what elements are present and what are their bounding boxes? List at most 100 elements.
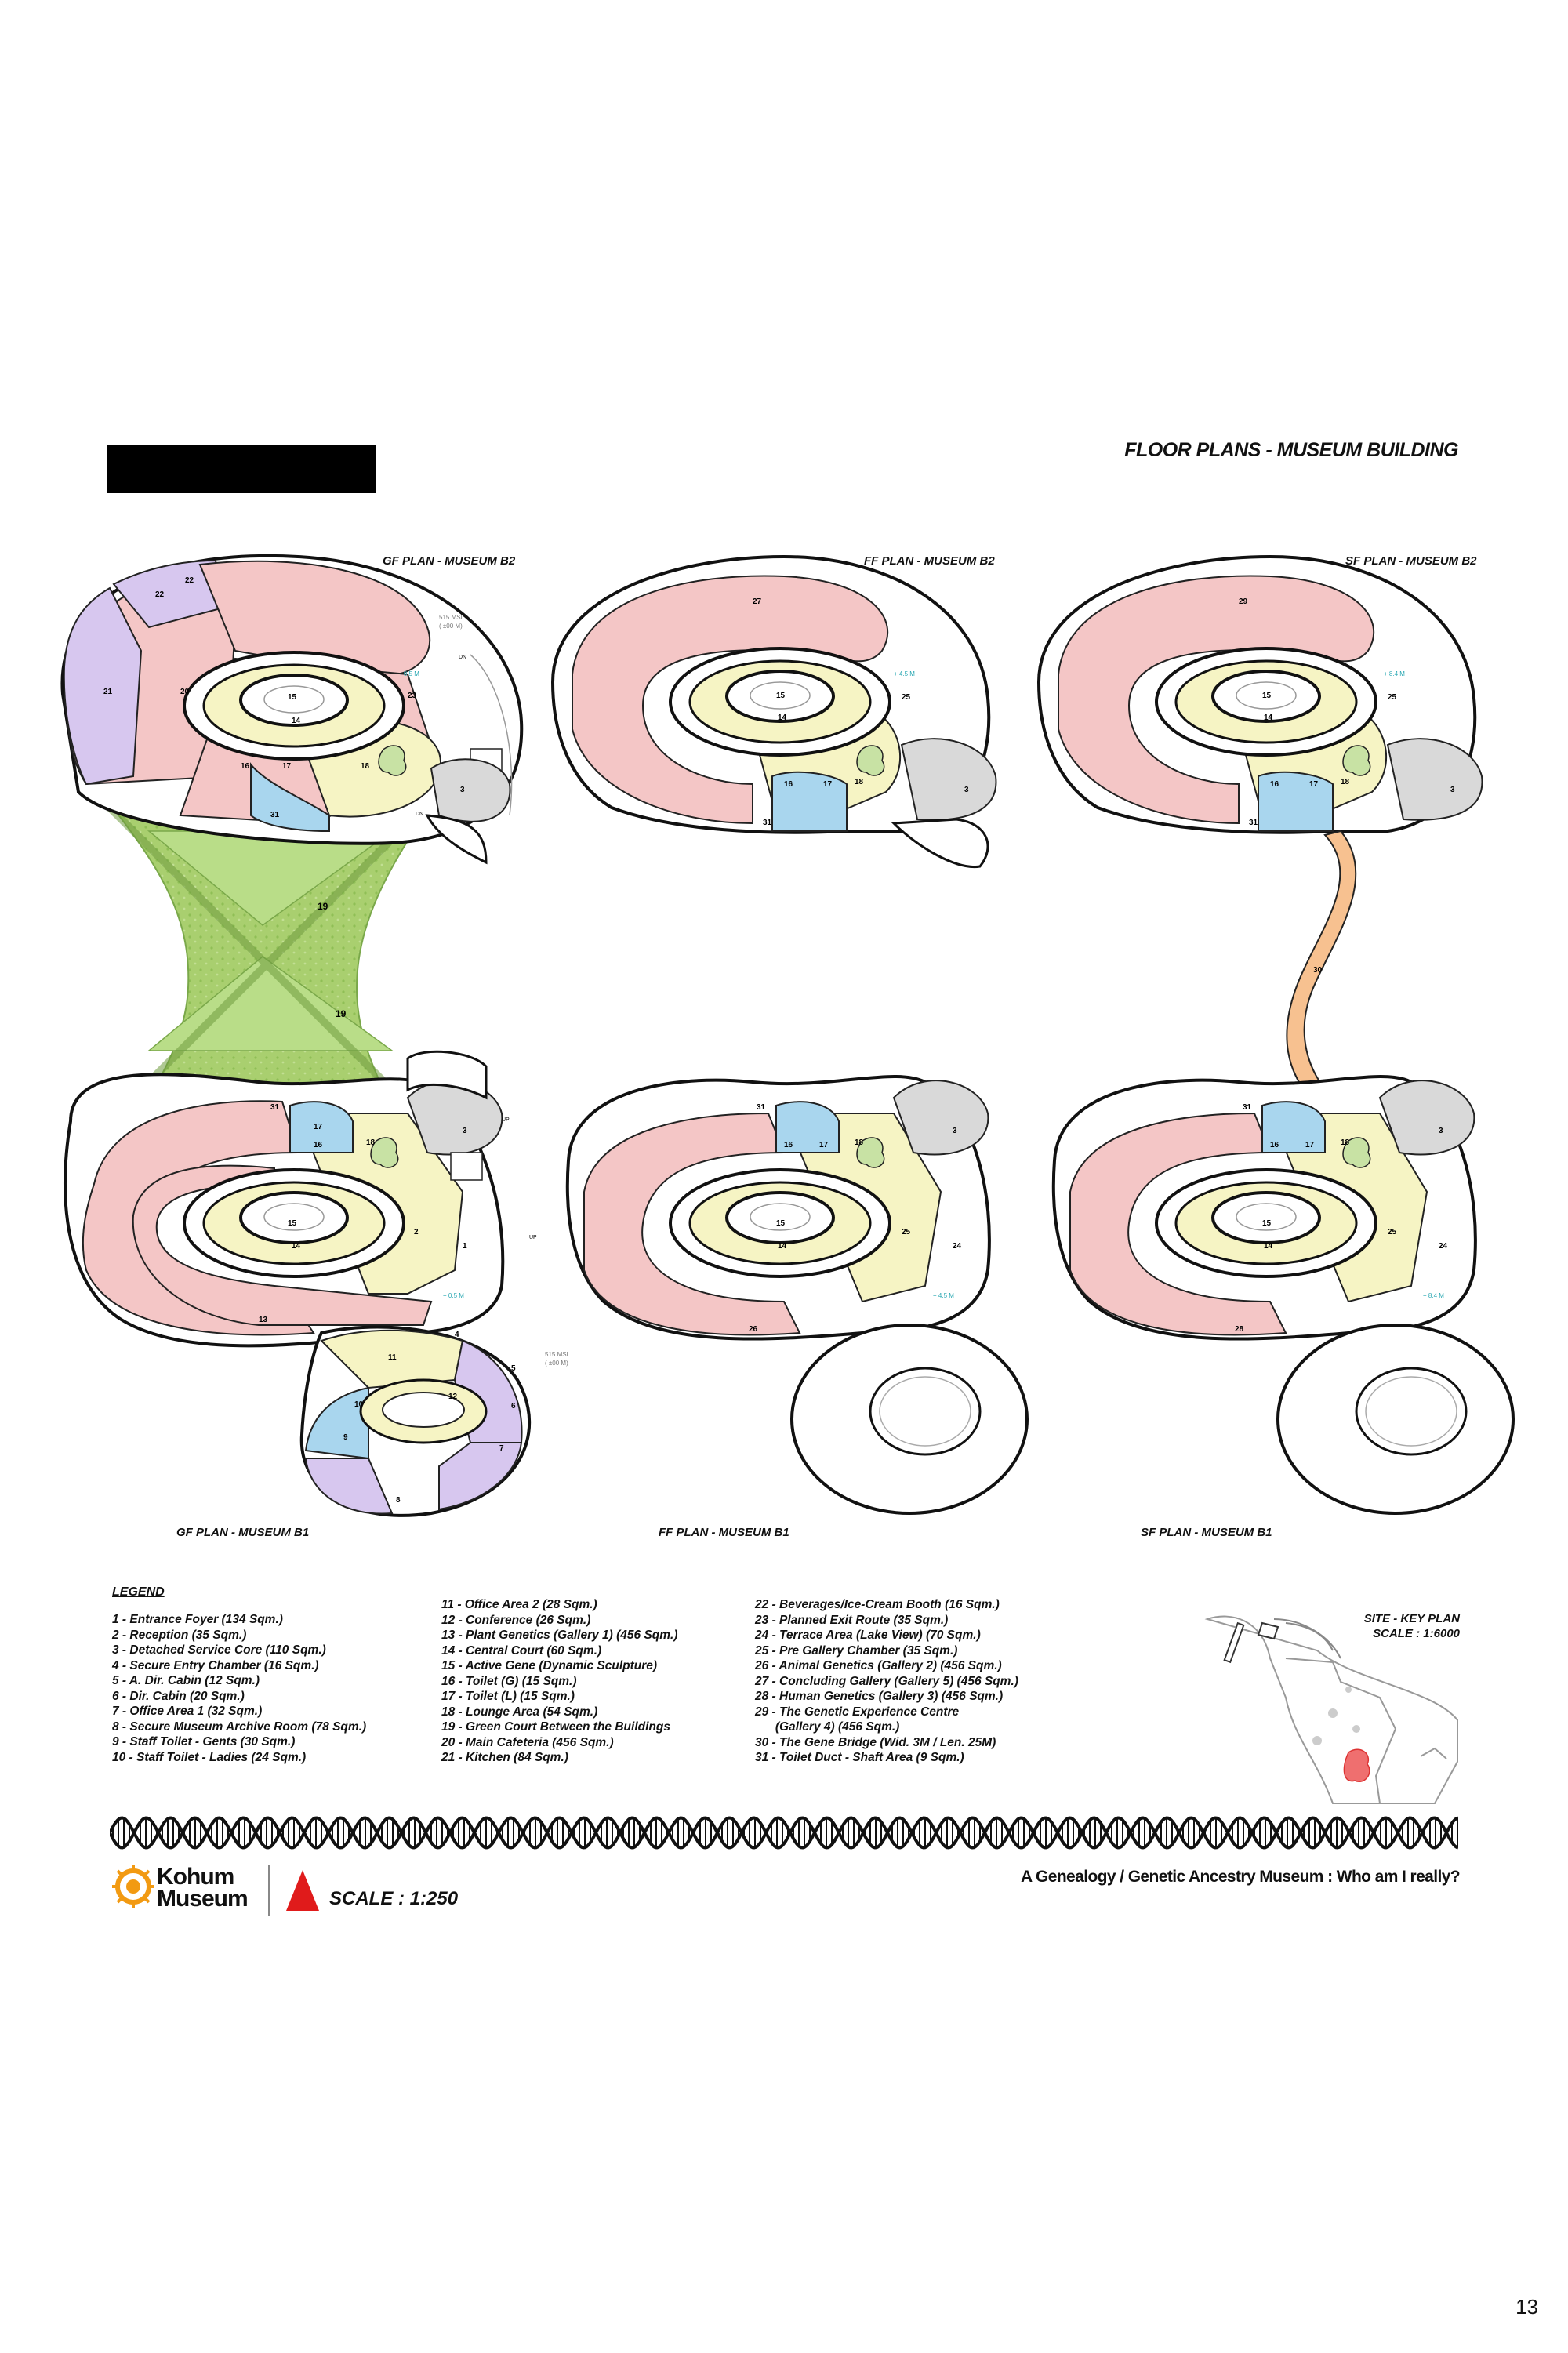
room-19b-label: 19 <box>336 1008 347 1019</box>
gene-bridge: 30 <box>1286 830 1357 1107</box>
svg-text:515 MSL: 515 MSL <box>545 1351 571 1358</box>
svg-text:( ±00 M): ( ±00 M) <box>439 623 463 630</box>
svg-text:31: 31 <box>763 819 772 827</box>
svg-text:- 0.5 M: - 0.5 M <box>400 670 419 677</box>
svg-text:515 MSL: 515 MSL <box>439 614 465 621</box>
plan-title-ff-b1: FF PLAN - MUSEUM B1 <box>659 1526 789 1539</box>
logo-divider <box>268 1865 270 1916</box>
svg-text:14: 14 <box>1264 714 1273 722</box>
legend-item: 26 - Animal Genetics (Gallery 2) (456 Sq… <box>755 1659 1002 1672</box>
logo-wordmark: Kohum Museum <box>157 1864 249 1912</box>
plan-title-ff-b2: FF PLAN - MUSEUM B2 <box>864 554 995 568</box>
svg-text:15: 15 <box>776 692 786 700</box>
svg-text:3: 3 <box>1439 1127 1443 1135</box>
svg-text:31: 31 <box>270 1103 280 1112</box>
kohum-logo-icon <box>112 1865 154 1908</box>
svg-text:+ 8.4 M: + 8.4 M <box>1423 1292 1444 1299</box>
svg-text:16: 16 <box>784 780 793 789</box>
svg-text:12: 12 <box>448 1393 458 1401</box>
svg-text:16: 16 <box>314 1141 323 1149</box>
legend-item: 25 - Pre Gallery Chamber (35 Sqm.) <box>755 1643 958 1658</box>
plan-title-gf-b2: GF PLAN - MUSEUM B2 <box>383 554 516 568</box>
svg-text:18: 18 <box>1341 1138 1350 1147</box>
plan-gf-b1: 31 16 17 18 15 14 2 1 3 13 + 0.5 M UP UP… <box>64 1050 571 1517</box>
svg-text:24: 24 <box>953 1242 962 1251</box>
page-number: 13 <box>1515 2295 1538 2319</box>
legend-item: 29 - The Genetic Experience Centre <box>755 1705 960 1719</box>
redaction-bar <box>107 445 376 493</box>
svg-text:18: 18 <box>1341 778 1350 786</box>
svg-text:14: 14 <box>778 714 787 722</box>
legend-item: 2 - Reception (35 Sqm.) <box>112 1628 247 1642</box>
svg-text:18: 18 <box>366 1138 376 1147</box>
legend-item: 12 - Conference (26 Sqm.) <box>441 1613 591 1627</box>
legend-item: 6 - Dir. Cabin (20 Sqm.) <box>112 1689 245 1703</box>
svg-text:31: 31 <box>1249 819 1258 827</box>
svg-text:DN: DN <box>416 812 423 817</box>
legend-item: 22 - Beverages/Ice-Cream Booth (16 Sqm.) <box>755 1598 1000 1611</box>
svg-text:15: 15 <box>776 1219 786 1228</box>
svg-text:+ 4.5 M: + 4.5 M <box>933 1292 954 1299</box>
legend-item: 23 - Planned Exit Route (35 Sqm.) <box>755 1613 949 1627</box>
legend-item: 4 - Secure Entry Chamber (16 Sqm.) <box>112 1658 319 1672</box>
svg-text:9: 9 <box>343 1433 348 1442</box>
svg-text:27: 27 <box>753 597 762 606</box>
svg-text:3: 3 <box>463 1127 467 1135</box>
sheet-title: FLOOR PLANS - MUSEUM BUILDING <box>1124 439 1458 461</box>
svg-text:16: 16 <box>1270 1141 1279 1149</box>
legend-item: 20 - Main Cafeteria (456 Sqm.) <box>441 1735 614 1749</box>
legend-item: 30 - The Gene Bridge (Wid. 3M / Len. 25M… <box>755 1735 996 1749</box>
svg-text:UP: UP <box>502 1117 510 1123</box>
svg-text:28: 28 <box>1235 1325 1244 1334</box>
legend-item: 15 - Active Gene (Dynamic Sculpture) <box>441 1659 658 1672</box>
legend-item: 1 - Entrance Foyer (134 Sqm.) <box>112 1613 283 1626</box>
legend-item: 11 - Office Area 2 (28 Sqm.) <box>441 1598 597 1611</box>
legend-item: 10 - Staff Toilet - Ladies (24 Sqm.) <box>112 1750 307 1764</box>
svg-text:13: 13 <box>259 1316 268 1324</box>
legend-item: 16 - Toilet (G) (15 Sqm.) <box>441 1674 577 1688</box>
svg-text:16: 16 <box>784 1141 793 1149</box>
svg-text:31: 31 <box>270 811 280 819</box>
legend-item: 24 - Terrace Area (Lake View) (70 Sqm.) <box>755 1629 981 1642</box>
svg-text:2: 2 <box>414 1228 419 1236</box>
svg-text:24: 24 <box>1439 1242 1448 1251</box>
site-key-plan-title: SITE - KEY PLAN SCALE : 1:6000 <box>1363 1612 1460 1640</box>
svg-text:14: 14 <box>292 1242 301 1251</box>
svg-text:22: 22 <box>155 590 165 599</box>
svg-text:14: 14 <box>1264 1242 1273 1251</box>
svg-text:( ±00 M): ( ±00 M) <box>545 1360 568 1367</box>
svg-text:30: 30 <box>1313 966 1323 975</box>
drawing-scale: SCALE : 1:250 <box>329 1888 459 1909</box>
svg-text:16: 16 <box>1270 780 1279 789</box>
svg-text:22: 22 <box>185 576 194 585</box>
legend-column-2: 11 - Office Area 2 (28 Sqm.) 12 - Confere… <box>441 1597 678 1766</box>
svg-text:21: 21 <box>103 688 113 696</box>
tagline: A Genealogy / Genetic Ancestry Museum : … <box>1021 1868 1461 1886</box>
svg-text:3: 3 <box>953 1127 957 1135</box>
svg-text:18: 18 <box>361 762 370 771</box>
legend-item: 8 - Secure Museum Archive Room (78 Sqm.) <box>112 1719 367 1734</box>
legend-item: 14 - Central Court (60 Sqm.) <box>441 1643 602 1658</box>
legend-item: (Gallery 4) (456 Sqm.) <box>755 1720 900 1734</box>
svg-text:17: 17 <box>823 780 833 789</box>
legend-item: 28 - Human Genetics (Gallery 3) (456 Sqm… <box>755 1690 1004 1703</box>
svg-text:3: 3 <box>1450 786 1455 794</box>
scale-triangle-icon <box>286 1870 319 1911</box>
svg-text:+ 0.5 M: + 0.5 M <box>443 1292 464 1299</box>
svg-text:3: 3 <box>460 786 465 794</box>
legend-item: 17 - Toilet (L) (15 Sqm.) <box>441 1690 575 1703</box>
svg-text:+ 8.4 M: + 8.4 M <box>1384 670 1405 677</box>
legend-item: 21 - Kitchen (84 Sqm.) <box>441 1751 568 1764</box>
svg-text:25: 25 <box>902 693 911 702</box>
legend-heading: LEGEND <box>112 1585 165 1599</box>
svg-text:3: 3 <box>964 786 969 794</box>
svg-text:5: 5 <box>511 1364 516 1373</box>
svg-text:+ 4.5 M: + 4.5 M <box>894 670 915 677</box>
svg-text:18: 18 <box>855 778 864 786</box>
svg-text:17: 17 <box>819 1141 829 1149</box>
svg-text:6: 6 <box>511 1402 516 1411</box>
legend-item: 7 - Office Area 1 (32 Sqm.) <box>112 1705 263 1718</box>
legend-item: 18 - Lounge Area (54 Sqm.) <box>441 1705 598 1719</box>
plan-title-sf-b1: SF PLAN - MUSEUM B1 <box>1141 1526 1272 1539</box>
plan-ff-b2: 27 15 14 25 16 17 18 31 3 + 4.5 M <box>550 554 997 869</box>
